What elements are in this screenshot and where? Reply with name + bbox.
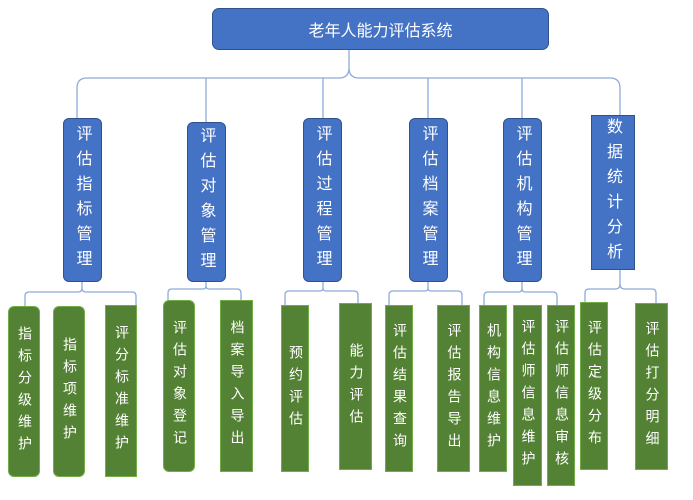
leaf-node: 评分标准维护	[105, 305, 137, 477]
leaf-node: 评估定级分布	[580, 302, 608, 470]
leaf-node: 机构信息维护	[479, 305, 507, 472]
leaf-node: 评估师信息审核	[547, 305, 575, 486]
leaf-node: 评估对象登记	[163, 300, 195, 472]
leaf-label: 指标项维护	[61, 336, 77, 447]
leaf-node: 评估打分明细	[635, 303, 668, 470]
leaf-label: 评估师信息维护	[519, 318, 536, 473]
group1-connector	[24, 282, 137, 306]
leaf-node: 评估报告导出	[437, 305, 470, 472]
root-label: 老年人能力评估系统	[308, 21, 453, 40]
module-label: 数据统计分析	[604, 117, 623, 268]
module-institution-management: 评估机构管理	[503, 118, 542, 282]
module-subject-management: 评估对象管理	[187, 122, 226, 282]
leaf-label: 评分标准维护	[113, 325, 129, 457]
module-index-management: 评估指标管理	[63, 118, 102, 282]
leaf-node: 评估师信息维护	[513, 305, 542, 486]
module-process-management: 评估过程管理	[303, 118, 342, 282]
module-label: 评估过程管理	[313, 125, 333, 275]
group5-connector	[483, 282, 558, 305]
module-label: 评估指标管理	[73, 125, 93, 275]
root-connector	[76, 50, 621, 122]
leaf-node: 能力评估	[339, 303, 372, 470]
leaf-label: 能力评估	[347, 342, 364, 431]
leaf-label: 档案导入导出	[228, 320, 245, 452]
module-archive-management: 评估档案管理	[409, 118, 448, 282]
leaf-label: 机构信息维护	[485, 322, 501, 455]
leaf-node: 指标项维护	[53, 306, 85, 477]
module-label: 评估档案管理	[419, 125, 439, 275]
leaf-label: 评估报告导出	[445, 322, 462, 455]
group6-connector	[584, 270, 657, 303]
group2-connector	[167, 282, 242, 300]
leaf-label: 评估定级分布	[586, 320, 602, 452]
leaf-label: 评估结果查询	[391, 322, 407, 455]
leaf-node: 指标分级维护	[8, 306, 40, 477]
module-label: 评估对象管理	[197, 127, 217, 277]
group3-connector	[284, 282, 359, 305]
leaf-label: 评估打分明细	[643, 320, 660, 453]
module-statistics-analysis: 数据统计分析	[591, 115, 635, 270]
leaf-label: 评估对象登记	[171, 320, 187, 452]
leaf-label: 评估师信息审核	[553, 318, 569, 473]
root-node: 老年人能力评估系统	[212, 8, 549, 50]
group4-connector	[388, 282, 463, 305]
leaf-label: 预约评估	[287, 344, 303, 433]
module-label: 评估机构管理	[513, 125, 533, 275]
leaf-node: 档案导入导出	[220, 300, 253, 472]
leaf-label: 指标分级维护	[16, 325, 32, 458]
leaf-node: 评估结果查询	[385, 305, 413, 472]
leaf-node: 预约评估	[281, 305, 309, 472]
